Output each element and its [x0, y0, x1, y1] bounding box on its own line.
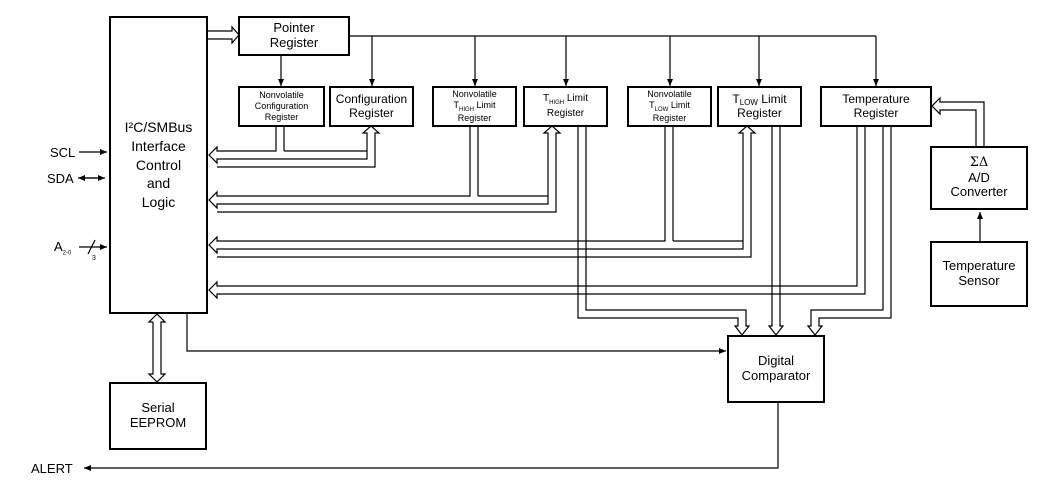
- i2c-label-4: and: [146, 175, 171, 192]
- adc-label-3: Converter: [950, 184, 1008, 200]
- tlow-sub: LOW: [739, 97, 758, 107]
- nv-tlow-prefix: T: [649, 99, 655, 110]
- sensor-label-1: Temperature: [942, 258, 1016, 274]
- i2c-label-2: Interface: [131, 137, 186, 154]
- temperature-sensor-block: Temperature Sensor: [930, 241, 1028, 307]
- nv-thigh-register-block: Nonvolatile THIGH Limit Register: [432, 86, 517, 127]
- tlow-bus: [208, 125, 757, 258]
- nv-tlow-label-2: TLOW Limit: [649, 100, 690, 114]
- nv-tlow-label-3: Register: [652, 113, 687, 124]
- temp-reg-label-2: Register: [853, 105, 899, 120]
- addr-prefix: A: [54, 239, 63, 254]
- temp-read-bus: [208, 126, 866, 300]
- tlow-suffix: Limit: [757, 91, 787, 106]
- addr-label: A2-0: [54, 239, 71, 257]
- nv-tlow-suffix: Limit: [668, 99, 690, 110]
- temperature-register-block: Temperature Register: [820, 86, 932, 127]
- comparator-label-2: Comparator: [741, 368, 811, 383]
- sensor-label-2: Sensor: [958, 273, 1000, 288]
- config-label-2: Register: [349, 105, 394, 120]
- eeprom-label-2: EEPROM: [129, 415, 187, 430]
- i2c-to-comparator: [186, 313, 726, 354]
- thigh-suffix: Limit: [564, 93, 588, 105]
- alert-line: [84, 402, 779, 471]
- pointer-register-block: Pointer Register: [238, 16, 350, 56]
- nv-thigh-suffix: Limit: [473, 99, 496, 110]
- bus-to-pointer: [207, 25, 240, 45]
- digital-comparator-block: Digital Comparator: [727, 335, 825, 403]
- thigh-bus: [208, 125, 562, 213]
- adc-label-2: A/D: [968, 169, 990, 185]
- tlow-prefix: T: [732, 91, 740, 106]
- config-register-block: Configuration Register: [329, 86, 414, 127]
- nv-tlow-label-1: Nonvolatile: [647, 88, 692, 99]
- scl-label: SCL: [50, 145, 76, 160]
- config-label-1: Configuration: [335, 91, 408, 106]
- i2c-label-3: Control: [135, 156, 182, 173]
- nv-thigh-prefix: T: [453, 99, 459, 110]
- adc-label-1: ΣΔ: [969, 154, 989, 170]
- addr-sub: 2-0: [62, 250, 72, 257]
- nv-thigh-label-1: Nonvolatile: [452, 88, 497, 99]
- tlow-to-comparator: [767, 126, 785, 336]
- adc-to-temp: [931, 96, 985, 146]
- sda-label: SDA: [47, 171, 74, 186]
- nv-thigh-label-3: Register: [457, 113, 492, 124]
- nv-thigh-label-2: THIGH Limit: [453, 100, 495, 114]
- serial-eeprom-block: Serial EEPROM: [109, 382, 207, 450]
- thigh-prefix: T: [542, 93, 550, 105]
- nv-config-label-2: Configuration: [254, 101, 309, 112]
- thigh-register-block: THIGH Limit Register: [523, 86, 608, 127]
- pointer-label-2: Register: [269, 35, 319, 50]
- config-bus: [208, 125, 381, 168]
- nv-tlow-register-block: Nonvolatile TLOW Limit Register: [627, 86, 712, 127]
- i2c-label-1: I²C/SMBus: [124, 118, 193, 135]
- i2c-smbus-interface-block: I²C/SMBus Interface Control and Logic: [109, 16, 208, 314]
- tlow-register-block: TLOW Limit Register: [717, 86, 802, 127]
- tlow-label-1: TLOW Limit: [732, 91, 787, 107]
- i2c-label-5: Logic: [141, 194, 176, 211]
- nv-config-label-3: Register: [264, 111, 299, 122]
- comparator-label-1: Digital: [757, 353, 795, 369]
- addr-width-label: 3: [92, 255, 96, 262]
- thigh-sub: HIGH: [549, 100, 565, 107]
- thigh-label-2: Register: [546, 107, 585, 119]
- adc-block: ΣΔ A/D Converter: [930, 146, 1028, 210]
- nv-config-register-block: Nonvolatile Configuration Register: [238, 86, 325, 127]
- alert-label: ALERT: [31, 461, 73, 476]
- temp-reg-label-1: Temperature: [842, 91, 910, 106]
- thigh-to-comparator: [577, 126, 751, 336]
- temp-to-comparator: [806, 126, 892, 336]
- nv-config-label-1: Nonvolatile: [259, 90, 304, 101]
- eeprom-label-1: Serial: [141, 400, 175, 416]
- pointer-label-1: Pointer: [273, 20, 315, 36]
- tlow-label-2: Register: [737, 105, 782, 120]
- nv-tlow-sub: LOW: [654, 106, 669, 113]
- nv-thigh-sub: HIGH: [458, 106, 474, 113]
- thigh-label-1: THIGH Limit: [543, 93, 588, 107]
- i2c-eeprom-bus: [147, 313, 167, 383]
